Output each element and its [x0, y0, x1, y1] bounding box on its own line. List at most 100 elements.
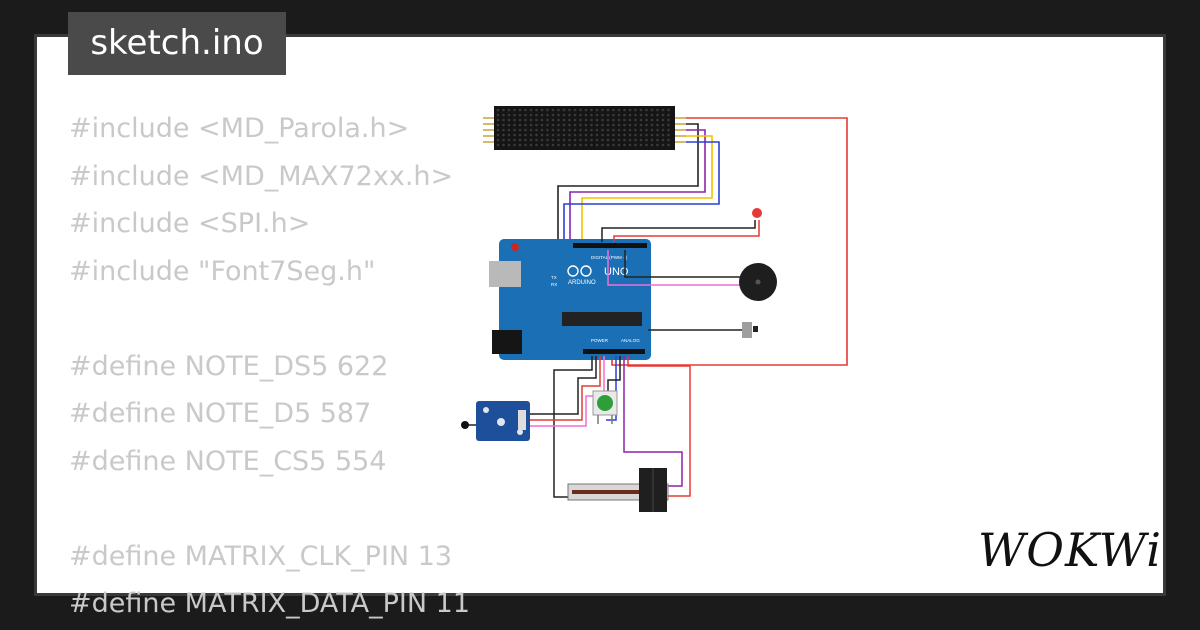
- matrix-dot: [645, 128, 648, 132]
- matrix-dot: [645, 138, 648, 142]
- matrix-wires: [557, 117, 848, 366]
- board-digital-label: DIGITAL (PWM ~): [591, 255, 628, 260]
- matrix-dot: [623, 118, 626, 122]
- matrix-dot: [634, 113, 637, 117]
- matrix-dot: [496, 113, 500, 117]
- matrix-dot: [573, 123, 577, 127]
- matrix-dot: [661, 123, 665, 127]
- matrix-dot: [590, 138, 593, 142]
- matrix-dot: [628, 143, 632, 147]
- matrix-dot: [606, 113, 610, 117]
- matrix-dot: [584, 108, 588, 112]
- matrix-dot: [661, 108, 665, 112]
- matrix-dot: [667, 133, 670, 137]
- matrix-dot: [496, 123, 500, 127]
- matrix-dot: [661, 118, 665, 122]
- matrix-dot: [584, 113, 588, 117]
- matrix-dot: [628, 113, 632, 117]
- matrix-dot: [590, 123, 593, 127]
- matrix-dot: [612, 118, 615, 122]
- matrix-dot: [667, 128, 670, 132]
- matrix-dot: [535, 113, 538, 117]
- matrix-dot: [639, 138, 643, 142]
- matrix-dot: [518, 143, 522, 147]
- matrix-dot: [667, 123, 670, 127]
- matrix-dot: [623, 123, 626, 127]
- matrix-dot: [601, 133, 604, 137]
- matrix-dot: [656, 118, 659, 122]
- matrix-dot: [634, 123, 637, 127]
- board-model-label: UNO: [604, 266, 629, 278]
- matrix-dot: [645, 143, 648, 147]
- matrix-dot: [568, 123, 571, 127]
- matrix-dot: [546, 133, 549, 137]
- matrix-dot: [579, 123, 582, 127]
- matrix-dot: [612, 123, 615, 127]
- code-line: #include <MD_Parola.h>: [69, 113, 410, 144]
- matrix-dot: [496, 118, 500, 122]
- matrix-dot: [551, 133, 555, 137]
- matrix-dot: [535, 118, 538, 122]
- matrix-dot: [502, 133, 505, 137]
- matrix-dot: [540, 128, 544, 132]
- matrix-dot: [606, 108, 610, 112]
- matrix-dot: [628, 128, 632, 132]
- matrix-dot: [546, 128, 549, 132]
- matrix-dot: [667, 118, 670, 122]
- matrix-dot: [557, 113, 560, 117]
- matrix-dot: [535, 143, 538, 147]
- matrix-dot: [639, 108, 643, 112]
- matrix-dot: [584, 138, 588, 142]
- matrix-dot: [562, 138, 566, 142]
- matrix-dot: [612, 113, 615, 117]
- matrix-dot: [507, 113, 511, 117]
- matrix-dot: [656, 143, 659, 147]
- board-brand-label: ARDUINO: [568, 280, 596, 286]
- matrix-dot: [568, 133, 571, 137]
- matrix-dot: [513, 123, 516, 127]
- matrix-dot: [535, 123, 538, 127]
- code-line: #define NOTE_DS5 622: [69, 350, 389, 382]
- matrix-dot: [634, 138, 637, 142]
- matrix-dot: [656, 128, 659, 132]
- matrix-dot: [562, 133, 566, 137]
- board-tx-label: TX: [551, 275, 557, 280]
- matrix-dot: [518, 118, 522, 122]
- matrix-dot: [601, 113, 604, 117]
- sensor-module: [461, 401, 530, 441]
- matrix-dot: [584, 143, 588, 147]
- push-button: [592, 390, 618, 424]
- matrix-dot: [573, 133, 577, 137]
- matrix-dot: [507, 123, 511, 127]
- matrix-dot: [601, 118, 604, 122]
- matrix-dot: [601, 108, 604, 112]
- matrix-dot: [617, 123, 621, 127]
- code-line: #define MATRIX_CLK_PIN 13: [69, 540, 453, 572]
- matrix-dot: [590, 113, 593, 117]
- matrix-dot: [650, 133, 654, 137]
- matrix-dot: [535, 133, 538, 137]
- matrix-dot: [518, 128, 522, 132]
- matrix-dot: [573, 138, 577, 142]
- matrix-dot: [513, 133, 516, 137]
- matrix-dot: [595, 128, 599, 132]
- matrix-dot: [579, 118, 582, 122]
- matrix-dot: [557, 118, 560, 122]
- matrix-dot: [639, 143, 643, 147]
- matrix-dot: [529, 108, 533, 112]
- matrix-dot: [601, 123, 604, 127]
- matrix-dot: [557, 123, 560, 127]
- matrix-dot: [551, 128, 555, 132]
- matrix-dot: [502, 123, 505, 127]
- matrix-dot: [529, 128, 533, 132]
- matrix-dot: [656, 138, 659, 142]
- matrix-dot: [595, 138, 599, 142]
- matrix-dot: [551, 138, 555, 142]
- matrix-dot: [546, 143, 549, 147]
- matrix-dot: [623, 133, 626, 137]
- matrix-dot: [529, 113, 533, 117]
- matrix-dot: [612, 128, 615, 132]
- matrix-dot: [502, 138, 505, 142]
- matrix-dot: [524, 128, 527, 132]
- matrix-dot: [540, 133, 544, 137]
